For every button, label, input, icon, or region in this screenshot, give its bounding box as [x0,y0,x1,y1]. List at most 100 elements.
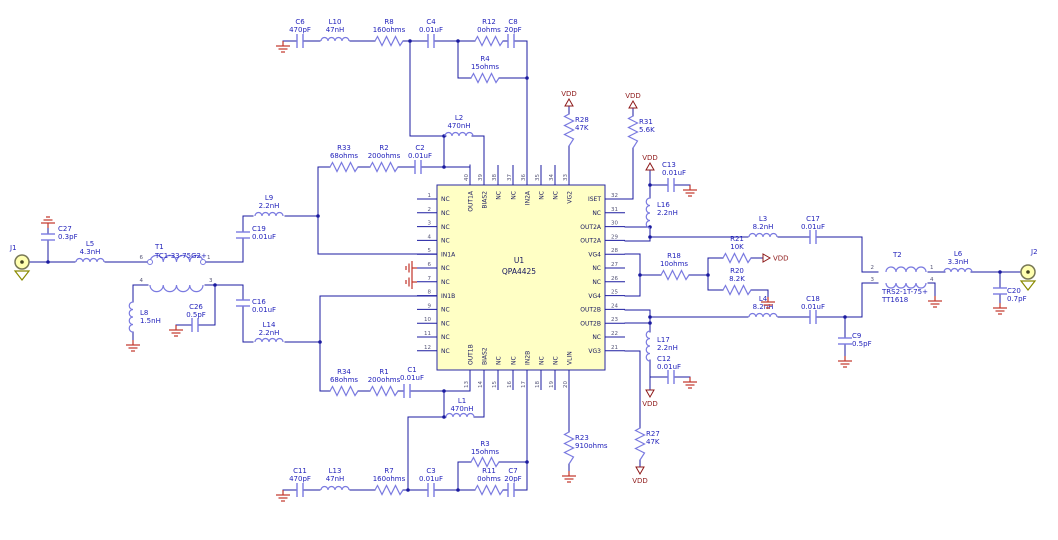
svg-text:4: 4 [140,278,144,284]
svg-text:L5: L5 [86,240,94,248]
component-l4: L48.2nH [748,295,778,318]
svg-text:QPA4425: QPA4425 [502,267,536,276]
svg-text:910ohms: 910ohms [575,442,608,450]
svg-text:16: 16 [507,381,513,388]
svg-text:NC: NC [441,279,450,286]
component-l9: L92.2nH [254,194,284,217]
svg-text:R1: R1 [379,368,388,376]
component-l6: L63.3nH [943,250,973,273]
svg-text:R18: R18 [667,252,681,260]
svg-text:47K: 47K [575,124,589,132]
svg-text:VG4: VG4 [588,251,601,258]
svg-text:40: 40 [464,174,470,181]
svg-text:0.01uF: 0.01uF [801,303,825,311]
svg-text:NC: NC [592,210,601,217]
svg-text:L9: L9 [265,194,273,202]
svg-text:17: 17 [521,381,527,388]
svg-text:4: 4 [428,234,432,240]
svg-text:NC: NC [539,191,546,200]
svg-text:8.2K: 8.2K [729,275,745,283]
svg-text:5.6K: 5.6K [639,126,655,134]
svg-text:8.2nH: 8.2nH [753,303,774,311]
svg-text:NC: NC [496,356,503,365]
svg-text:200ohms: 200ohms [368,376,401,384]
svg-text:OUT1B: OUT1B [468,344,475,365]
svg-text:31: 31 [611,207,618,213]
svg-text:R7: R7 [384,467,393,475]
svg-text:VG4: VG4 [588,293,601,300]
svg-text:C13: C13 [662,161,676,169]
svg-text:NC: NC [592,334,601,341]
svg-text:R33: R33 [337,144,351,152]
connector-j1: J1 [9,244,31,281]
svg-text:29: 29 [611,234,618,240]
svg-text:C1: C1 [407,366,416,374]
svg-text:VDD: VDD [642,154,658,162]
svg-text:R28: R28 [575,116,589,124]
svg-text:470pF: 470pF [289,26,311,34]
svg-text:10K: 10K [730,243,744,251]
svg-text:39: 39 [478,174,484,181]
svg-text:IN1B: IN1B [441,293,455,300]
component-c3: C30.01uF [419,467,443,497]
svg-text:24: 24 [611,303,618,309]
svg-text:12: 12 [424,345,431,351]
svg-text:NC: NC [441,307,450,314]
svg-text:0.01uF: 0.01uF [419,475,443,483]
svg-text:200ohms: 200ohms [368,152,401,160]
svg-text:TC1-33-75G2+: TC1-33-75G2+ [154,252,207,260]
svg-text:470nH: 470nH [447,122,470,130]
svg-text:3: 3 [428,221,432,227]
svg-text:TRS2-1T-75+: TRS2-1T-75+ [881,288,928,296]
svg-text:NC: NC [511,191,518,200]
svg-text:470pF: 470pF [289,475,311,483]
svg-text:0.5pF: 0.5pF [186,311,206,319]
svg-text:BIAS2: BIAS2 [482,347,489,365]
svg-text:470nH: 470nH [450,405,473,413]
svg-text:18: 18 [535,381,541,388]
svg-text:L14: L14 [263,321,276,329]
svg-text:R23: R23 [575,434,589,442]
svg-text:15: 15 [492,381,498,388]
ic-u1: U1QPA44251NC2NC3NC4NC5IN1A6NC7NC8IN1B9NC… [417,165,625,390]
svg-text:T1: T1 [154,243,164,251]
svg-text:OUT1A: OUT1A [468,190,475,212]
component-c1: C10.01uF [400,366,424,398]
svg-text:L17: L17 [657,336,670,344]
svg-text:L3: L3 [759,215,767,223]
svg-text:NC: NC [592,265,601,272]
svg-text:3: 3 [871,277,875,283]
svg-text:37: 37 [507,174,513,181]
svg-text:20pF: 20pF [504,475,521,483]
svg-text:R12: R12 [482,18,496,26]
svg-text:NC: NC [496,191,503,200]
svg-text:0.01uF: 0.01uF [400,374,424,382]
svg-text:IN2B: IN2B [525,351,532,365]
svg-text:R2: R2 [379,144,388,152]
svg-text:11: 11 [424,331,431,337]
svg-text:J2: J2 [1030,248,1038,256]
svg-text:VLIN: VLIN [567,351,574,365]
svg-text:15ohms: 15ohms [471,63,499,71]
svg-text:R34: R34 [337,368,351,376]
svg-text:32: 32 [611,193,618,199]
svg-text:VDD: VDD [625,92,641,100]
svg-text:R4: R4 [480,55,490,63]
